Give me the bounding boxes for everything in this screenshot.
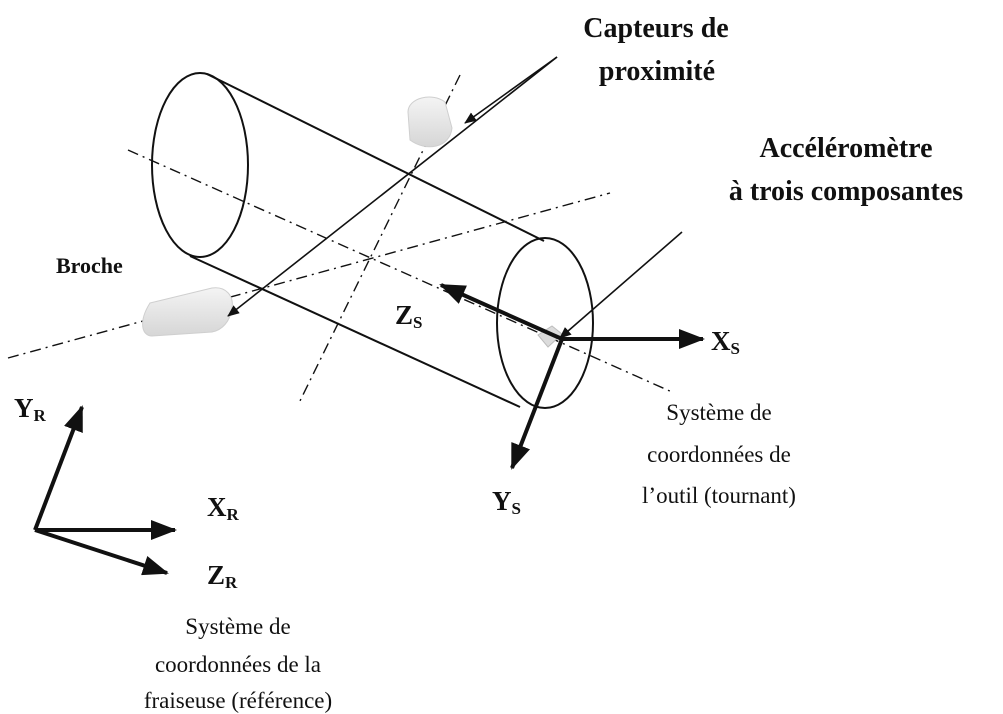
capteurs-title-line2: proximité [599,56,715,87]
yr-arrow [33,405,84,531]
reference-axes [33,405,177,576]
zs-arrow [439,283,563,341]
construction-lines [7,74,673,406]
ref-system-line2: coordonnées de la [155,652,321,677]
proximity-sensor-left [142,287,233,337]
capteurs-title-line1: Capteurs de [583,13,728,44]
leader-lines [227,56,683,339]
ref-system-line1: Système de [185,614,290,639]
broche-label: Broche [56,253,123,278]
proximity-sensor-top [407,96,453,148]
tool-system-line1: Système de [666,400,771,425]
xs-label: XS [711,326,740,358]
cylinder-top-edge [206,73,545,242]
tool-axes [439,283,705,470]
zr-label: ZR [207,560,238,592]
spindle-cylinder [151,72,594,409]
accelerometer-title-line1: Accéléromètre [759,133,932,164]
capteurs-leader-top [464,56,558,124]
ys-arrow [510,338,564,470]
xr-label: XR [207,492,240,524]
yr-label: YR [14,393,47,425]
zr-arrow [34,528,169,576]
accelerometer-title-line2: à trois composantes [729,176,963,207]
cylinder-bottom-edge [189,255,521,408]
spindle-axis-line [127,149,673,393]
zs-label: ZS [395,300,422,332]
tool-system-line2: coordonnées de [647,442,791,467]
tool-system-line3: l’outil (tournant) [642,483,796,508]
accelerometer-leader [559,231,683,339]
ref-system-line3: fraiseuse (référence) [144,688,332,713]
ys-label: YS [492,486,521,518]
cylinder-front-face [496,237,594,409]
vertical-dash-line [297,74,461,406]
cylinder-back-face [151,72,249,258]
capteurs-leader-left [227,56,558,317]
